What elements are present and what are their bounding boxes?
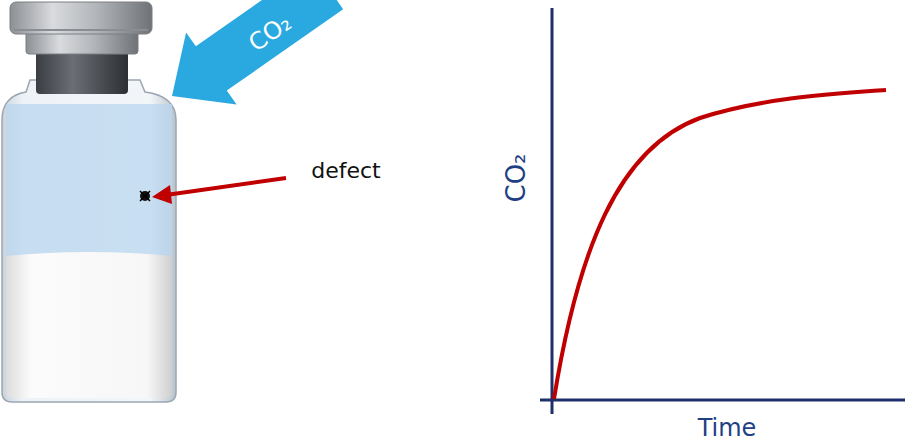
vial xyxy=(2,2,176,402)
defect-leader xyxy=(152,178,286,204)
defect-label: defect xyxy=(311,159,381,183)
chart-axes xyxy=(540,8,905,414)
defect-spot xyxy=(140,191,150,201)
axis-label: Time xyxy=(698,415,757,441)
co2-arrow xyxy=(147,0,353,132)
axis-label: CO₂ xyxy=(502,153,531,202)
co2-curve xyxy=(554,90,886,399)
